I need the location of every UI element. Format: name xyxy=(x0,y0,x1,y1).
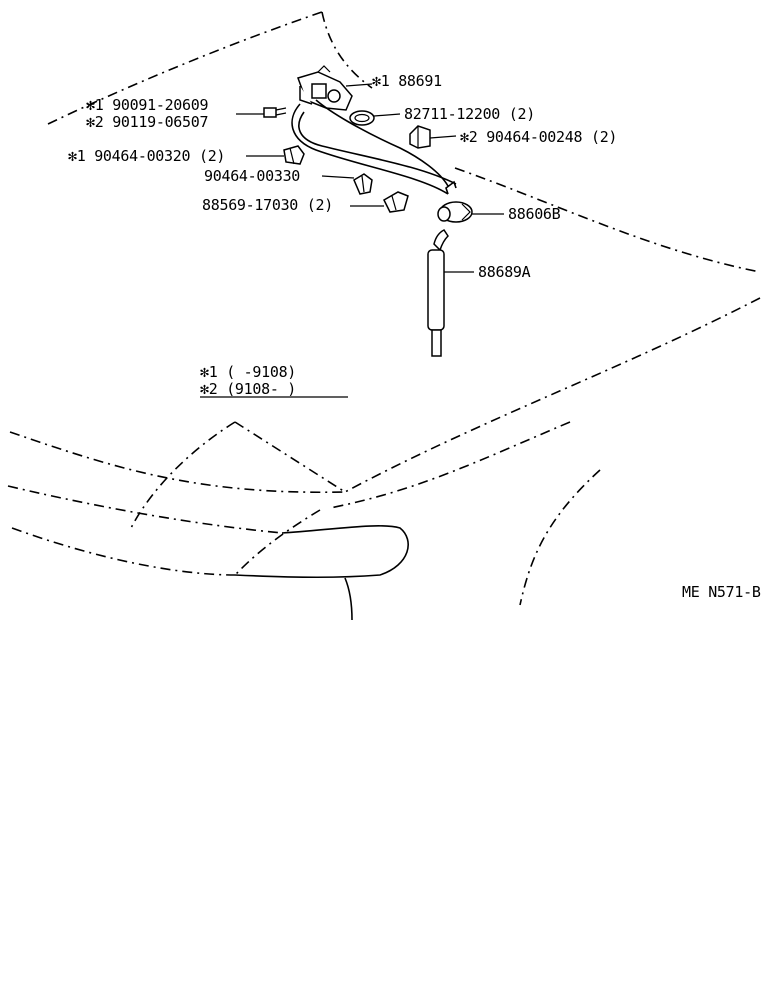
connector-88606b xyxy=(437,201,473,223)
legend: ✻1 ( -9108) ✻2 (9108- ) xyxy=(200,363,348,398)
hose-88689a xyxy=(427,229,449,357)
legend-line-2: ✻2 (9108- ) xyxy=(200,380,296,398)
clip-90464-00248 xyxy=(409,125,431,149)
legend-line-1: ✻1 ( -9108) xyxy=(200,363,296,381)
washer-hoses xyxy=(291,99,457,195)
label-90464-00320: ✻1 90464-00320 (2) xyxy=(68,147,225,165)
label-88569-17030: 88569-17030 (2) xyxy=(202,196,333,214)
label-90091-20609: ✻1 90091-20609 xyxy=(86,96,209,114)
label-90464-00248: ✻2 90464-00248 (2) xyxy=(460,128,617,146)
label-88691: ✻1 88691 xyxy=(372,72,442,90)
figure-code: ME N571-B xyxy=(682,583,761,601)
clip-90464-00320 xyxy=(283,145,305,165)
clamp-82711 xyxy=(349,110,375,126)
clamp-88569 xyxy=(383,191,409,213)
screw-90091 xyxy=(263,107,287,118)
label-90464-00330: 90464-00330 xyxy=(204,167,300,185)
label-90119-06507: ✻2 90119-06507 xyxy=(86,113,208,131)
label-82711-12200: 82711-12200 (2) xyxy=(404,105,535,123)
label-88606b: 88606B xyxy=(508,205,561,223)
label-88689a: 88689A xyxy=(478,263,531,281)
part-labels: ✻1 88691 ✻1 90091-20609 ✻2 90119-06507 8… xyxy=(68,72,617,281)
leader-lines xyxy=(236,83,504,273)
clip-90464-00330 xyxy=(353,173,373,195)
body-outline xyxy=(7,11,761,606)
motor-bracket-assembly xyxy=(297,65,353,111)
bumper-outline xyxy=(234,525,409,621)
